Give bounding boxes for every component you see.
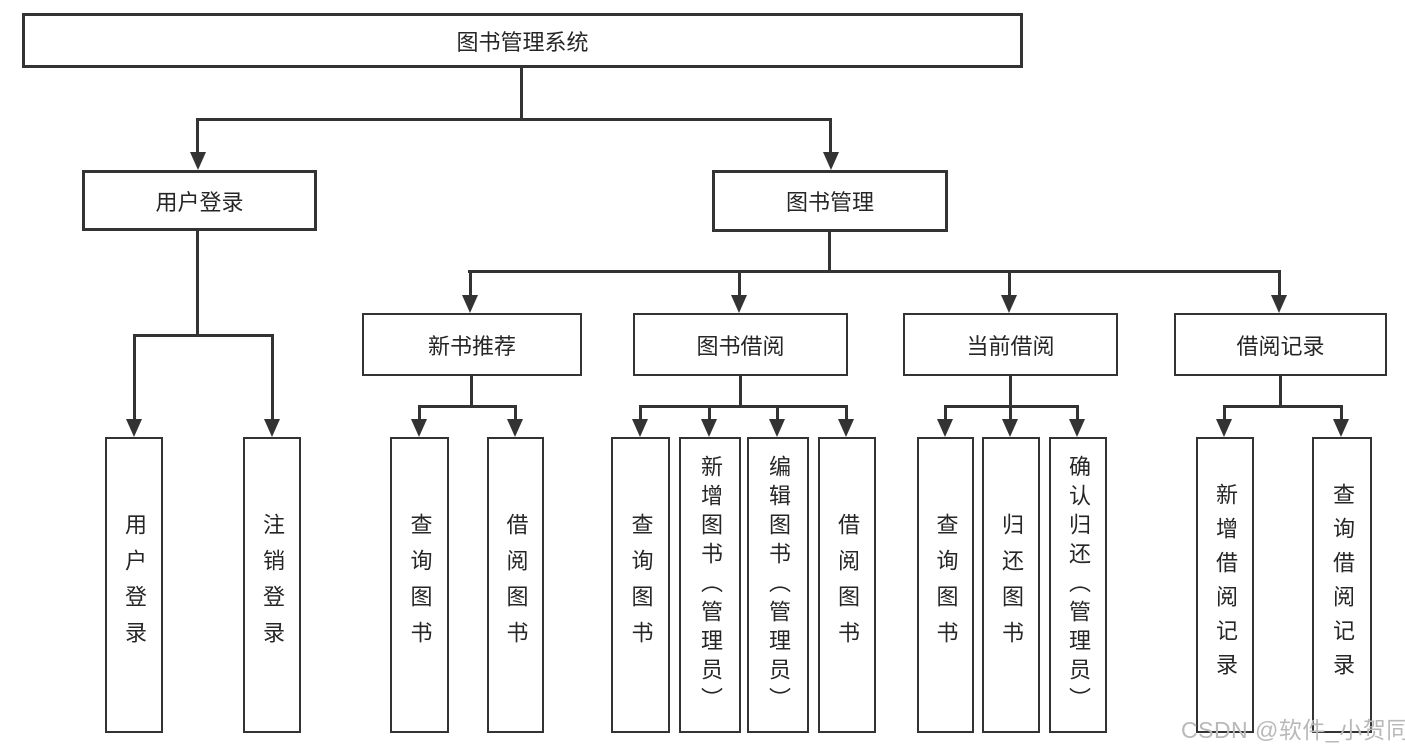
- leaf-edit-books-label: 编辑图书（管理员）: [766, 454, 791, 716]
- leaf-query-books-2-label: 查询图书: [628, 513, 654, 657]
- connector-line: [418, 405, 517, 408]
- connector-line: [133, 334, 274, 337]
- node-root: 图书管理系统: [22, 13, 1023, 68]
- connector-line: [196, 118, 199, 154]
- connector-line: [514, 405, 517, 421]
- arrowhead-icon: [1069, 419, 1085, 437]
- connector-line: [1278, 270, 1281, 297]
- arrowhead-icon: [937, 419, 953, 437]
- connector-line: [1076, 405, 1079, 421]
- arrowhead-icon: [838, 419, 854, 437]
- connector-line: [829, 118, 832, 154]
- arrowhead-icon: [1001, 295, 1017, 313]
- node-current-borrow: 当前借阅: [903, 313, 1118, 376]
- leaf-query-books-3-label: 查询图书: [933, 513, 959, 657]
- arrowhead-icon: [462, 295, 478, 313]
- node-book-management: 图书管理: [712, 170, 948, 232]
- leaf-query-books-2: 查询图书: [611, 437, 670, 733]
- arrowhead-icon: [1333, 419, 1349, 437]
- node-book-borrow-label: 图书借阅: [696, 333, 785, 359]
- node-book-borrow: 图书借阅: [633, 313, 848, 376]
- leaf-add-borrow-record: 新增借阅记录: [1196, 437, 1254, 733]
- connector-line: [196, 118, 832, 121]
- node-book-management-label: 图书管理: [785, 190, 874, 215]
- connector-line: [469, 270, 472, 297]
- arrowhead-icon: [823, 152, 839, 170]
- connector-line: [271, 334, 274, 419]
- leaf-query-books-3: 查询图书: [917, 437, 974, 733]
- node-root-label: 图书管理系统: [456, 29, 589, 55]
- arrowhead-icon: [507, 419, 523, 437]
- connector-line: [133, 334, 136, 419]
- leaf-query-borrow-record: 查询借阅记录: [1312, 437, 1372, 733]
- connector-line: [468, 270, 1281, 273]
- node-user-login-label: 用户登录: [155, 189, 244, 215]
- leaf-add-books-label: 新增图书（管理员）: [698, 454, 723, 716]
- connector-line: [1009, 405, 1012, 421]
- connector-line: [470, 376, 473, 407]
- leaf-add-borrow-record-label: 新增借阅记录: [1213, 483, 1238, 687]
- connector-line: [1340, 405, 1343, 421]
- node-new-book-recommend: 新书推荐: [362, 313, 582, 376]
- node-borrow-records-label: 借阅记录: [1236, 333, 1325, 359]
- arrowhead-icon: [126, 419, 142, 437]
- leaf-confirm-return-label: 确认归还（管理员）: [1066, 454, 1091, 716]
- connector-line: [418, 405, 421, 421]
- node-user-login: 用户登录: [82, 170, 317, 231]
- leaf-user-login-label: 用户登录: [122, 513, 147, 657]
- arrowhead-icon: [1271, 295, 1287, 313]
- node-current-borrow-label: 当前借阅: [966, 333, 1055, 359]
- connector-line: [196, 231, 199, 337]
- connector-line: [639, 405, 848, 408]
- connector-line: [1009, 376, 1012, 407]
- leaf-edit-books: 编辑图书（管理员）: [747, 437, 809, 733]
- arrowhead-icon: [1002, 419, 1018, 437]
- leaf-return-books-label: 归还图书: [999, 513, 1024, 657]
- connector-line: [1223, 405, 1226, 421]
- connector-line: [639, 405, 642, 421]
- arrowhead-icon: [632, 419, 648, 437]
- leaf-logout: 注销登录: [243, 437, 301, 733]
- connector-line: [738, 270, 741, 297]
- arrowhead-icon: [769, 419, 785, 437]
- arrowhead-icon: [1216, 419, 1232, 437]
- leaf-borrow-books-1-label: 借阅图书: [503, 513, 529, 657]
- connector-line: [520, 68, 523, 121]
- leaf-return-books: 归还图书: [982, 437, 1040, 733]
- leaf-add-books: 新增图书（管理员）: [679, 437, 741, 733]
- node-new-book-recommend-label: 新书推荐: [427, 333, 516, 359]
- leaf-logout-label: 注销登录: [260, 513, 285, 657]
- connector-line: [708, 405, 711, 421]
- connector-line: [828, 232, 831, 273]
- connector-line: [1279, 376, 1282, 407]
- leaf-query-borrow-record-label: 查询借阅记录: [1330, 483, 1355, 687]
- leaf-borrow-books-2-label: 借阅图书: [835, 513, 860, 657]
- leaf-borrow-books-1: 借阅图书: [487, 437, 544, 733]
- leaf-query-books-1: 查询图书: [390, 437, 449, 733]
- arrowhead-icon: [264, 419, 280, 437]
- connector-line: [739, 376, 742, 407]
- connector-line: [776, 405, 779, 421]
- connector-line: [1008, 270, 1011, 297]
- arrowhead-icon: [190, 152, 206, 170]
- leaf-borrow-books-2: 借阅图书: [818, 437, 876, 733]
- arrowhead-icon: [411, 419, 427, 437]
- connector-line: [944, 405, 947, 421]
- leaf-user-login: 用户登录: [105, 437, 163, 733]
- node-borrow-records: 借阅记录: [1174, 313, 1387, 376]
- leaf-query-books-1-label: 查询图书: [407, 513, 433, 657]
- arrowhead-icon: [701, 419, 717, 437]
- arrowhead-icon: [731, 295, 747, 313]
- connector-line: [1223, 405, 1343, 408]
- connector-line: [845, 405, 848, 421]
- leaf-confirm-return: 确认归还（管理员）: [1049, 437, 1107, 733]
- csdn-watermark: CSDN @软件_小贺同学: [1181, 717, 1405, 743]
